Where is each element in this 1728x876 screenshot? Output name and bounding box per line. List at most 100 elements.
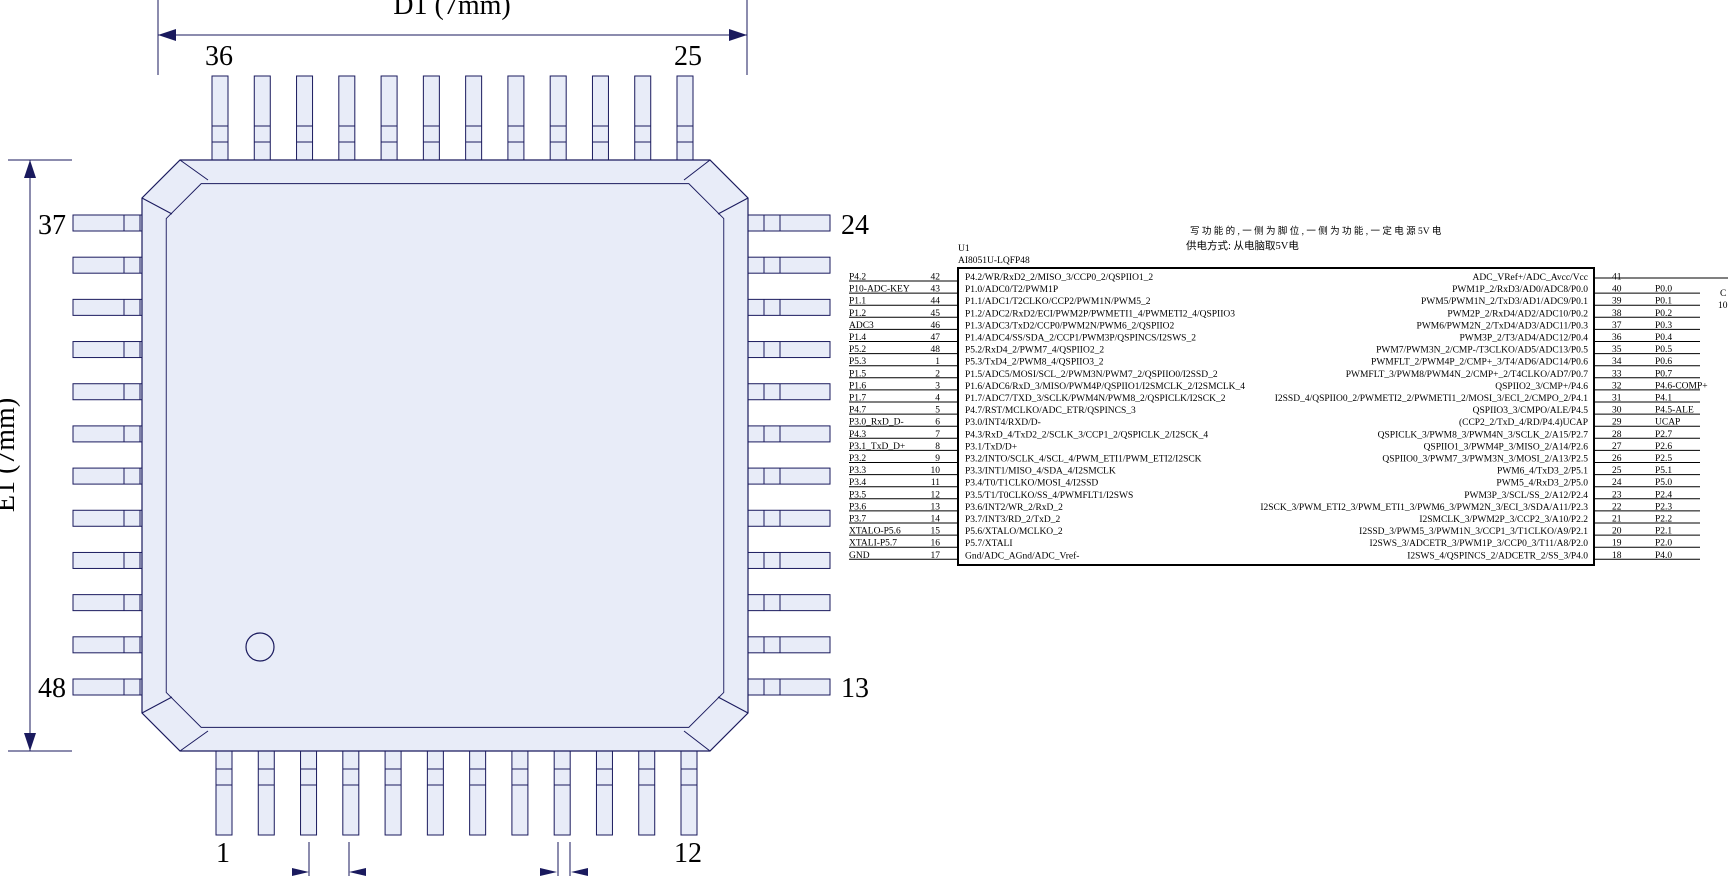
pin-number-1: 1: [216, 838, 230, 869]
pin-function: I2SSD_3/PWM5_3/PWM1N_3/CCP1_3/T1CLKO/A9/…: [1359, 527, 1588, 537]
pin-number: 39: [1612, 297, 1622, 307]
pin-number: 45: [931, 309, 941, 319]
pin-number: 44: [931, 297, 941, 307]
pin-number: 23: [1612, 490, 1622, 500]
component-ref: U1: [958, 244, 970, 254]
pin-net-label: P2.7: [1655, 430, 1672, 440]
pin-function: P3.2/INTO/SCLK_4/SCL_4/PWM_ETI1/PWM_ETI2…: [965, 455, 1202, 465]
pin-function: P1.5/ADC5/MOSI/SCL_2/PWM3N/PWM7_2/QSPIIO…: [965, 370, 1218, 380]
pin-function: P1.2/ADC2/RxD2/ECI/PWM2P/PWMETI1_4/PWMET…: [965, 309, 1235, 319]
pin-number: 2: [935, 369, 940, 379]
pin-number: 11: [931, 478, 940, 488]
pin-number: 25: [1612, 466, 1622, 476]
pin-net-label: P2.2: [1655, 515, 1672, 525]
pin-number: 12: [931, 490, 941, 500]
pin-number: 40: [1612, 285, 1622, 295]
pin-net-label: P1.4: [849, 333, 866, 343]
pin-net-label: P4.1: [1655, 394, 1672, 404]
pin-function: PWM7/PWM3N_2/CMP-/T3CLKO/AD5/ADC13/P0.5: [1376, 346, 1588, 356]
pin-number: 32: [1612, 381, 1622, 391]
pin-net-label: P0.0: [1655, 285, 1672, 295]
schematic-note-top: 写 功 能 的 , 一 侧 为 脚 位 , 一 侧 为 功 能 , 一 定 电 …: [1190, 225, 1442, 237]
pin-net-label: P3.1_TxD_D+: [849, 442, 905, 452]
pin-function: P3.1/TxD/D+: [965, 442, 1017, 452]
pin-function: I2SMCLK_3/PWM2P_3/CCP2_3/A10/P2.2: [1419, 515, 1588, 525]
pin-function: PWM1P_2/RxD3/AD0/ADC8/P0.0: [1452, 285, 1588, 295]
pin-number: 1: [935, 357, 940, 367]
pin-function: P1.0/ADC0/T2/PWM1P: [965, 285, 1058, 295]
pin-net-label: P4.0: [1655, 551, 1672, 561]
power-note: 供电方式: 从电脑取5V电: [1186, 239, 1299, 252]
pin-function: P3.3/INT1/MISO_4/SDA_4/I2SMCLK: [965, 467, 1116, 477]
right-pin-row: PWMFLT_2/PWM4P_2/CMP+_3/T4/AD6/ADC14/P0.…: [1371, 357, 1700, 368]
pin-function: P3.0/INT4/RXD/D-: [965, 418, 1041, 428]
dim-arrow-icon: [540, 868, 557, 876]
pin-number: 37: [1612, 321, 1622, 331]
pin-function: (CCP2_2/TxD_4/RD/P4.4)UCAP: [1459, 417, 1588, 428]
pin-function: P4.3/RxD_4/TxD2_2/SCLK_3/CCP1_2/QSPICLK_…: [965, 430, 1208, 440]
pin-number: 4: [935, 394, 940, 404]
pin-number: 42: [931, 273, 941, 283]
dim-arrow-icon: [24, 733, 36, 751]
pin-net-label: P2.4: [1655, 490, 1672, 500]
pin-net-label: P1.5: [849, 369, 866, 379]
pin-number: 24: [1612, 478, 1622, 488]
pin-function: I2SSD_4/QSPIIO0_2/PWMETI2_2/PWMETI1_2/MO…: [1275, 394, 1589, 404]
pin-net-label: P4.5-ALE: [1655, 406, 1694, 416]
component-part: AI8051U-LQFP48: [958, 256, 1030, 266]
dim-arrow-icon: [158, 29, 176, 41]
pin-number: 31: [1612, 394, 1622, 404]
dim-arrow-icon: [571, 868, 588, 876]
pin-number: 46: [931, 321, 941, 331]
right-pin-row: QSPICLK_3/PWM8_3/PWM4N_3/SCLK_2/A15/P2.7…: [1378, 430, 1700, 440]
left-pin-row: [72, 214, 143, 696]
pin-number: 15: [931, 527, 941, 537]
pin-net-label: P5.3: [849, 357, 866, 367]
pin-function: PWM5/PWM1N_2/TxD3/AD1/ADC9/P0.1: [1421, 297, 1588, 307]
pin1-marker: [245, 632, 275, 662]
pin-net-label: P4.3: [849, 430, 866, 440]
chamfer-line: [683, 159, 711, 181]
pin-function: P1.1/ADC1/T2CLKO/CCP2/PWM1N/PWM5_2: [965, 297, 1151, 307]
right-pin-row: QSPIIO0_3/PWM7_3/PWM3N_3/MOSI_2/A13/P2.5…: [1382, 454, 1700, 465]
pin-function: P1.4/ADC4/SS/SDA_2/CCP1/PWM3P/QSPINCS/I2…: [965, 334, 1196, 344]
pin-function: P5.6/XTALO/MCLKO_2: [965, 527, 1063, 537]
pin-number-48: 48: [38, 673, 66, 704]
dim-label-top: D1 (7mm): [393, 0, 510, 21]
pin-function: PWM6/PWM2N_2/TxD4/AD3/ADC11/P0.3: [1417, 321, 1589, 331]
pin-net-label: ADC3: [849, 321, 874, 331]
dim-arrow-icon: [729, 29, 747, 41]
pin-net-label: XTALI-P5.7: [849, 539, 897, 549]
pin-function: P5.3/TxD4_2/PWM8_4/QSPIIO3_2: [965, 358, 1104, 368]
pin-net-label: P0.6: [1655, 357, 1672, 367]
pin-net-label: P0.5: [1655, 345, 1672, 355]
right-pin-row: I2SWS_3/ADCETR_3/PWM1P_3/CCP0_3/T11/A8/P…: [1370, 539, 1700, 549]
pin-number-37: 37: [38, 210, 66, 241]
pin-number: 47: [931, 333, 941, 343]
right-pin-row: I2SSD_4/QSPIIO0_2/PWMETI2_2/PWMETI1_2/MO…: [1275, 394, 1700, 404]
dim-label-left: E1 (7mm): [0, 398, 21, 512]
lqfp48-package-drawing: D1 (7mm) E1 (7mm) 36 25 37 48 24 13 1 12: [0, 0, 869, 876]
pin-net-label: P10-ADC-KEY: [849, 285, 910, 295]
edge-label: 10: [1718, 301, 1728, 311]
pin-function: PWMFLT_3/PWM8/PWM4N_2/CMP+_2/T4CLKO/AD7/…: [1346, 370, 1589, 380]
pin-function: PWM2P_2/RxD4/AD2/ADC10/P0.2: [1447, 309, 1588, 319]
pin-net-label: P4.2: [849, 273, 866, 283]
